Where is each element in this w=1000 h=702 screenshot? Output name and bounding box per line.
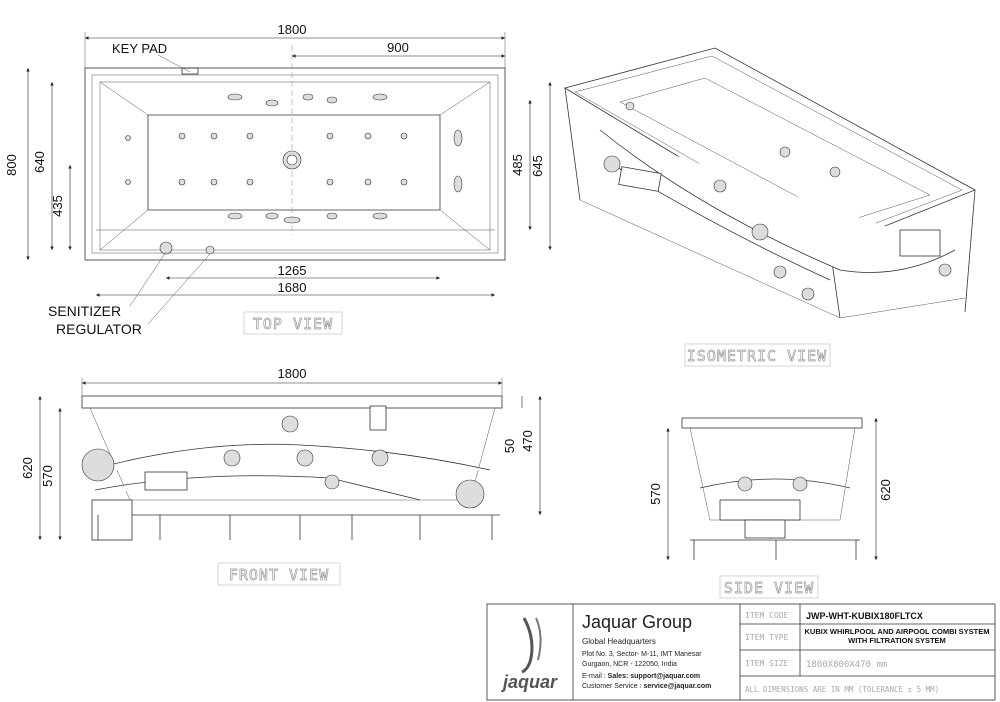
address-line-1: Plot No. 3, Sector- M-11, IMT Manesar	[582, 651, 702, 658]
dim-top-inner-a: 1265	[278, 263, 307, 278]
dim-front-length: 1800	[278, 366, 307, 381]
logo-text: jaquar	[501, 672, 558, 692]
regulator-icon	[205, 245, 215, 255]
email-line: E-mail : Sales: support@jaquar.com	[582, 673, 700, 680]
dim-front-right-b: 470	[520, 430, 535, 452]
dim-side-left: 570	[648, 483, 663, 505]
dimensions-note: ALL DIMENSIONS ARE IN MM (TOLERANCE ± 5 …	[745, 685, 939, 694]
customer-service-line: Customer Service : service@jaquar.com	[582, 683, 711, 690]
row-label-item-size: ITEM SIZE	[745, 659, 789, 668]
dim-top-width-a: 640	[32, 151, 47, 173]
dim-top-inner-b: 1680	[278, 280, 307, 295]
row-label-item-code: ITEM CODE	[745, 611, 789, 620]
side-view-title: SIDE VIEW	[724, 579, 814, 597]
dim-front-right-a: 50	[502, 439, 517, 453]
sanitizer-icon	[159, 241, 173, 255]
dim-top-width-b: 435	[50, 195, 65, 217]
top-view-title: TOP VIEW	[253, 315, 333, 333]
sanitizer-label: SENITIZER	[48, 303, 121, 319]
address-line-2: Gurgaon, NCR - 122050, India	[582, 661, 677, 668]
whirlpool-jets	[227, 93, 463, 224]
item-code-value: JWP-WHT-KUBIX180FLTCX	[806, 611, 923, 621]
isometric-view: ISOMETRIC VIEW	[563, 47, 976, 367]
dim-side-right: 620	[878, 479, 893, 501]
jaquar-logo: jaquar	[501, 617, 558, 692]
dim-top-width: 800	[4, 154, 19, 176]
front-view-title: FRONT VIEW	[229, 566, 329, 584]
top-view: 1800 900 KEY PAD 1265 1680 800 640 435 4…	[4, 22, 552, 337]
keypad-icon	[181, 67, 199, 75]
isometric-view-title: ISOMETRIC VIEW	[687, 347, 827, 365]
pump-motor	[144, 471, 188, 491]
company-name: Jaquar Group	[582, 612, 692, 632]
dim-top-right-a: 485	[510, 154, 525, 176]
dim-front-height-b: 570	[40, 465, 55, 487]
front-view: 1800 620 570 50 470 FRONT VIEW	[20, 366, 542, 586]
top-view-outer-rim	[84, 67, 506, 261]
dim-top-half: 900	[387, 40, 409, 55]
row-label-item-type: ITEM TYPE	[745, 633, 789, 642]
dim-top-right-b: 645	[530, 155, 545, 177]
air-jets	[125, 132, 408, 186]
regulator-label: REGULATOR	[56, 321, 142, 337]
front-view-rim	[81, 395, 503, 409]
side-view: 570 620 SIDE VIEW	[648, 417, 893, 599]
dim-top-length: 1800	[278, 22, 307, 37]
hq-label: Global Headquarters	[582, 637, 656, 646]
keypad-label: KEY PAD	[112, 41, 167, 56]
item-type-value: KUBIX WHIRLPOOL AND AIRPOOL COMBI SYSTEM…	[804, 627, 990, 645]
dim-front-height-a: 620	[20, 457, 35, 479]
title-block: jaquar Jaquar Group Global Headquarters …	[486, 603, 996, 701]
front-view-legs	[97, 515, 493, 540]
item-size-value: 1800X800X470 mm	[806, 660, 887, 670]
